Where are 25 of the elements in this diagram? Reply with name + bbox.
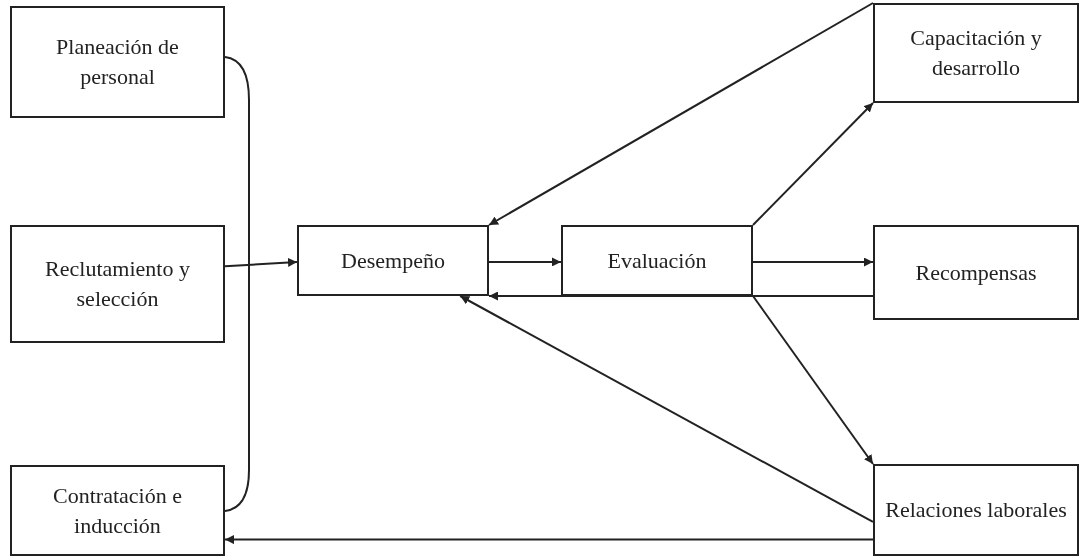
arrow [752,295,874,465]
process-box [10,225,225,343]
arrow [224,535,874,545]
arrow [488,257,562,267]
node-label: Relaciones laborales [884,496,1068,524]
arrow [488,2,874,226]
node-label: Reclutamiento y selección [44,255,191,313]
node-label: Contratación e inducción [52,481,183,540]
process-box [873,225,1079,320]
node-label: Capacitación y desarrollo [909,24,1043,82]
node-label: Evaluación [606,246,708,275]
arrow [752,102,874,226]
process-box [873,464,1079,556]
process-box [10,6,225,118]
process-box [873,3,1079,103]
arrow [488,291,874,301]
arrow [752,257,874,267]
arrow [224,257,298,268]
node-label: Planeación de personal [55,33,180,91]
arrow [459,295,874,523]
node-label: Desempeño [340,246,446,275]
process-box [10,465,225,556]
process-box [297,225,489,296]
process-box [561,225,753,296]
node-label: Recompensas [914,258,1038,287]
